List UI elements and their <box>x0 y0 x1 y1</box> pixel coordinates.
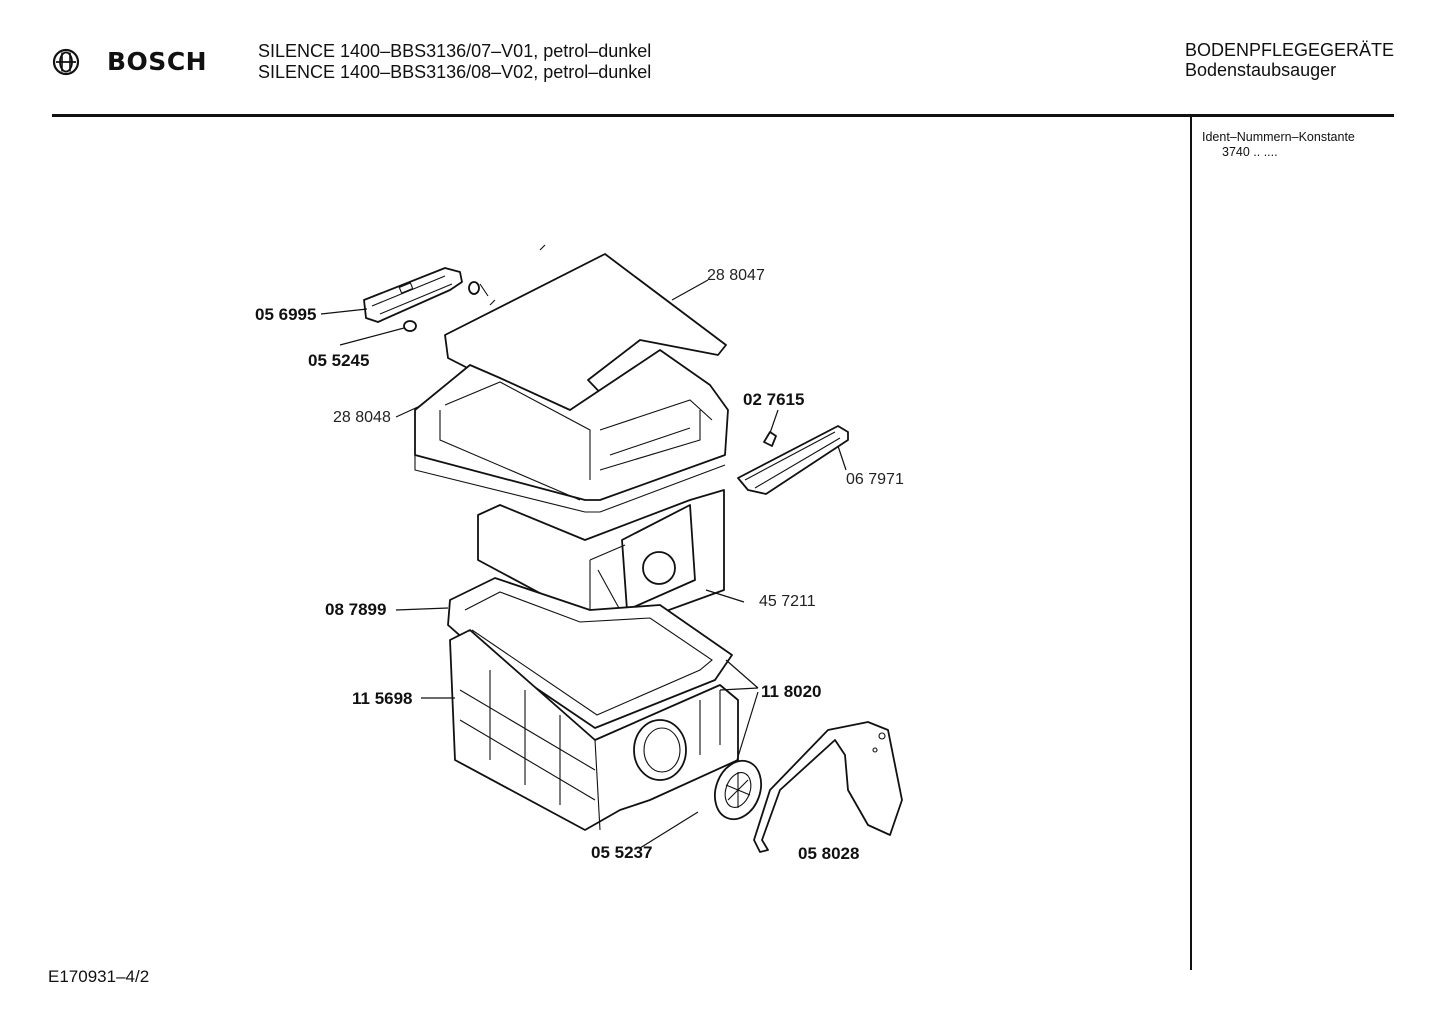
part-label-02-7615: 02 7615 <box>743 390 804 409</box>
filter-bag-part <box>477 489 725 636</box>
ident-value: 3740 .. .... <box>1222 145 1278 159</box>
part-label-28-8048: 28 8048 <box>333 409 391 426</box>
spring-part <box>403 281 489 332</box>
hinge-rail-part <box>737 425 849 495</box>
part-label-08-7899: 08 7899 <box>325 600 386 619</box>
part-label-11-8020: 11 8020 <box>761 682 822 701</box>
model-line-2: SILENCE 1400–BBS3136/08–V02, petrol–dunk… <box>258 62 652 82</box>
sidebar-divider <box>1190 116 1192 970</box>
part-label-06-7971: 06 7971 <box>846 471 904 488</box>
carry-strap-part <box>753 721 903 853</box>
bosch-armature-icon <box>52 48 80 76</box>
header-divider <box>52 114 1394 117</box>
subcategory-title: Bodenstaubsauger <box>1185 60 1337 80</box>
part-label-45-7211: 45 7211 <box>759 593 816 610</box>
ident-label: Ident–Nummern–Konstante <box>1202 130 1355 144</box>
handle-clip-part <box>363 267 463 323</box>
part-label-05-5245: 05 5245 <box>308 351 369 370</box>
ident-block: Ident–Nummern–Konstante 3740 .. .... <box>1202 130 1355 160</box>
container-body-part <box>449 629 739 831</box>
wheel-part <box>714 759 762 821</box>
part-label-05-6995: 05 6995 <box>255 305 316 324</box>
part-label-11-5698: 11 5698 <box>352 689 413 708</box>
small-clip-part <box>763 431 777 447</box>
model-line-1: SILENCE 1400–BBS3136/07–V01, petrol–dunk… <box>258 41 652 61</box>
brand-name: BOSCH <box>107 47 208 76</box>
model-list: SILENCE 1400–BBS3136/07–V01, petrol–dunk… <box>258 41 651 83</box>
brand-logo: BOSCH <box>52 47 207 76</box>
part-label-28-8047: 28 8047 <box>707 267 765 284</box>
category-block: BODENPFLEGEGERÄTE Bodenstaubsauger <box>1185 40 1394 80</box>
part-label-05-8028: 05 8028 <box>798 844 859 863</box>
document-id: E170931–4/2 <box>48 967 150 986</box>
part-label-05-5237: 05 5237 <box>591 843 652 862</box>
gasket-part <box>447 577 733 729</box>
leader-lines <box>320 279 847 849</box>
lid-frame-part <box>414 349 729 513</box>
category-title: BODENPFLEGEGERÄTE <box>1185 40 1395 60</box>
